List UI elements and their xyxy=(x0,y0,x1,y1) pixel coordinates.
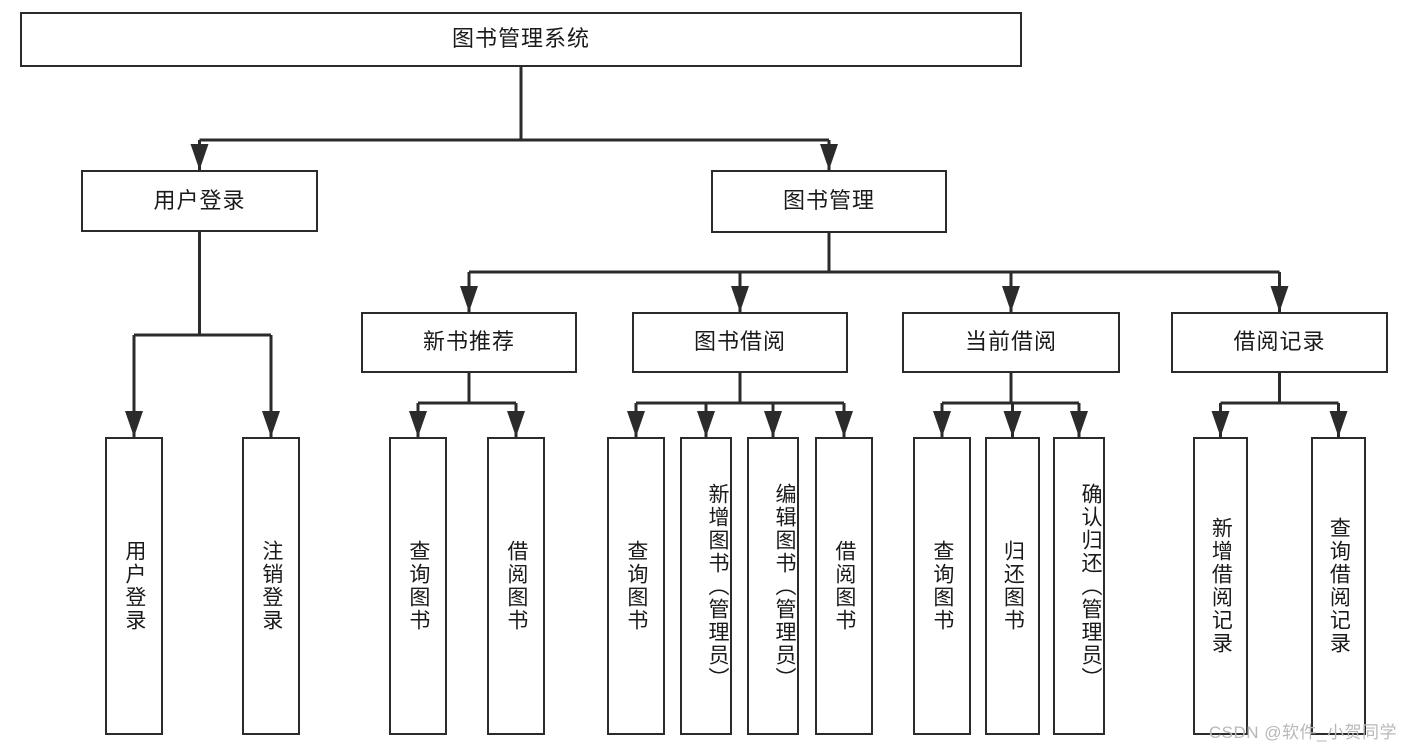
arrowhead-icon xyxy=(835,411,853,437)
node-label: 借阅图书 xyxy=(504,540,528,632)
node-label: 查询借阅记录 xyxy=(1327,517,1351,655)
arrowhead-icon xyxy=(1070,411,1088,437)
node-leaf-cur-2[interactable]: 归还图书 xyxy=(985,437,1040,735)
node-label: 确认归还（管理员） xyxy=(1079,482,1102,690)
node-leaf-borrow-3[interactable]: 编辑图书（管理员） xyxy=(747,437,799,735)
arrowhead-icon xyxy=(1003,411,1022,437)
arrowhead-icon xyxy=(731,286,749,312)
node-label: 新书推荐 xyxy=(422,329,515,355)
node-label: 查询图书 xyxy=(930,540,954,632)
node-label: 归还图书 xyxy=(1001,540,1025,632)
node-leaf-cur-3[interactable]: 确认归还（管理员） xyxy=(1053,437,1105,735)
node-borrow[interactable]: 图书借阅 xyxy=(632,312,848,373)
node-label: 借阅图书 xyxy=(832,540,856,632)
node-label: 用户登录 xyxy=(122,540,146,632)
node-bookmgmt[interactable]: 图书管理 xyxy=(711,170,947,233)
arrowhead-icon xyxy=(1329,411,1348,437)
node-label: 图书借阅 xyxy=(693,329,786,355)
node-label: 编辑图书（管理员） xyxy=(773,482,796,690)
node-leaf-login-1[interactable]: 用户登录 xyxy=(105,437,163,735)
node-leaf-borrow-4[interactable]: 借阅图书 xyxy=(815,437,873,735)
arrowhead-icon xyxy=(1211,411,1230,437)
node-leaf-login-2[interactable]: 注销登录 xyxy=(242,437,300,735)
arrowhead-icon xyxy=(627,411,645,437)
node-label: 图书管理 xyxy=(782,188,875,214)
node-label: 图书管理系统 xyxy=(451,26,590,52)
node-root[interactable]: 图书管理系统 xyxy=(20,12,1022,67)
arrowhead-icon xyxy=(262,411,280,437)
node-label: 新增图书（管理员） xyxy=(706,482,729,690)
node-label: 用户登录 xyxy=(153,187,246,213)
node-records[interactable]: 借阅记录 xyxy=(1171,312,1388,373)
node-newbook[interactable]: 新书推荐 xyxy=(361,312,577,373)
arrowhead-icon xyxy=(933,411,951,437)
arrowhead-icon xyxy=(820,144,838,170)
arrowhead-icon xyxy=(125,411,143,437)
node-leaf-new-1[interactable]: 查询图书 xyxy=(389,437,447,735)
arrowhead-icon xyxy=(1270,286,1289,312)
arrowhead-icon xyxy=(764,411,782,437)
arrowhead-icon xyxy=(190,144,209,170)
node-label: 借阅记录 xyxy=(1233,329,1326,355)
node-leaf-borrow-1[interactable]: 查询图书 xyxy=(607,437,665,735)
arrowhead-icon xyxy=(460,286,478,312)
arrowhead-icon xyxy=(697,411,715,437)
node-login[interactable]: 用户登录 xyxy=(81,170,318,232)
node-leaf-rec-2[interactable]: 查询借阅记录 xyxy=(1311,437,1366,735)
node-leaf-rec-1[interactable]: 新增借阅记录 xyxy=(1193,437,1248,735)
node-label: 注销登录 xyxy=(259,540,283,632)
node-label: 查询图书 xyxy=(406,540,430,632)
node-label: 新增借阅记录 xyxy=(1209,517,1233,655)
node-leaf-borrow-2[interactable]: 新增图书（管理员） xyxy=(680,437,732,735)
node-leaf-new-2[interactable]: 借阅图书 xyxy=(487,437,545,735)
arrowhead-icon xyxy=(409,411,427,437)
node-label: 查询图书 xyxy=(624,540,648,632)
node-current[interactable]: 当前借阅 xyxy=(902,312,1120,373)
node-leaf-cur-1[interactable]: 查询图书 xyxy=(913,437,971,735)
arrowhead-icon xyxy=(1002,286,1020,312)
node-label: 当前借阅 xyxy=(964,329,1057,355)
arrowhead-icon xyxy=(507,411,525,437)
